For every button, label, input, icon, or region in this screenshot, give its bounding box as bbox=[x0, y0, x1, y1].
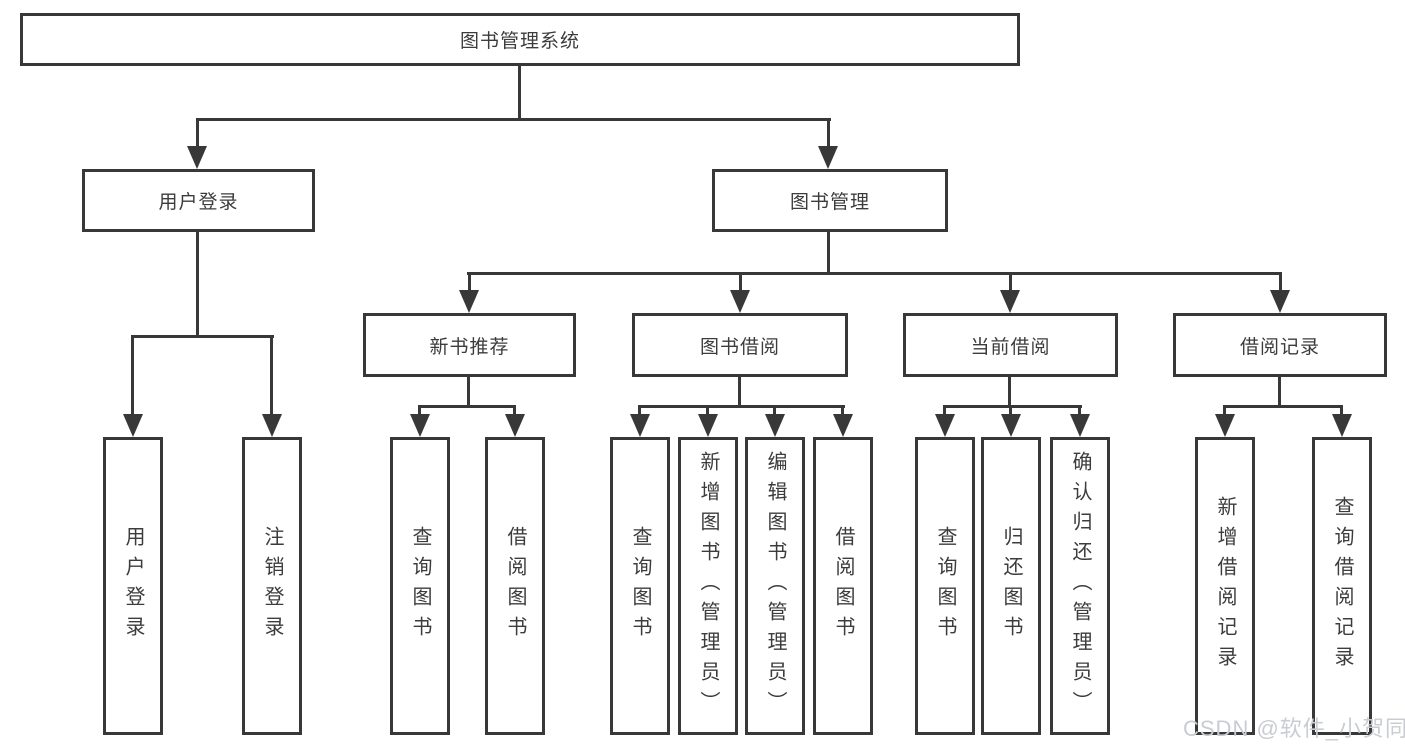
leaf-add-borrow-record: 新增借阅记录 bbox=[1195, 437, 1255, 735]
leaf-borrow-books-recommend: 借阅图书 bbox=[485, 437, 545, 735]
connector-drop-leaf bbox=[1078, 405, 1081, 417]
arrow-down-icon bbox=[1215, 414, 1235, 437]
connector-borrow-bus bbox=[638, 405, 845, 408]
leaf-add-books-admin: 新增图书（管理员） bbox=[678, 437, 738, 735]
leaf-query-books-current: 查询图书 bbox=[915, 437, 975, 735]
leaf-query-books-recommend: 查询图书 bbox=[390, 437, 450, 735]
arrow-down-icon bbox=[1001, 414, 1021, 437]
arrow-down-icon bbox=[123, 414, 143, 437]
connector-root-bus bbox=[196, 118, 831, 121]
leaf-confirm-return-admin: 确认归还（管理员） bbox=[1050, 437, 1110, 735]
connector-drop-leaf bbox=[706, 405, 709, 417]
connector-drop-leaf bbox=[773, 405, 776, 417]
node-library-management-system: 图书管理系统 bbox=[20, 13, 1020, 66]
connector-drop-leaf bbox=[841, 405, 844, 417]
node-user-login: 用户登录 bbox=[82, 169, 315, 232]
arrow-down-icon bbox=[1000, 290, 1020, 313]
leaf-logout: 注销登录 bbox=[242, 437, 302, 735]
arrow-down-icon bbox=[1270, 290, 1290, 313]
arrow-down-icon bbox=[505, 414, 525, 437]
leaf-edit-books-admin: 编辑图书（管理员） bbox=[745, 437, 805, 735]
connector-drop-level3 bbox=[1279, 272, 1282, 292]
leaf-borrow-books: 借阅图书 bbox=[813, 437, 873, 735]
connector-drop-leaf bbox=[131, 335, 134, 417]
connector-current-stem bbox=[1008, 377, 1011, 408]
arrow-down-icon bbox=[262, 414, 282, 437]
connector-user-login-bus bbox=[131, 335, 274, 338]
connector-drop-leaf bbox=[513, 405, 516, 417]
arrow-down-icon bbox=[630, 414, 650, 437]
watermark: CSDN @软件_小贺同学 bbox=[1183, 716, 1405, 741]
connector-drop-leaf bbox=[270, 335, 273, 417]
arrow-down-icon bbox=[765, 414, 785, 437]
connector-user-login-stem bbox=[196, 232, 199, 338]
connector-records-stem bbox=[1278, 377, 1281, 408]
connector-drop-level3 bbox=[1009, 272, 1012, 292]
connector-drop-leaf bbox=[418, 405, 421, 417]
connector-borrow-stem bbox=[738, 377, 741, 408]
connector-recommend-bus bbox=[418, 405, 516, 408]
connector-root-stem bbox=[518, 66, 521, 119]
connector-drop-leaf bbox=[1009, 405, 1012, 417]
connector-drop-leaf bbox=[638, 405, 641, 417]
node-book-borrowing: 图书借阅 bbox=[632, 313, 848, 377]
connector-drop-leaf bbox=[943, 405, 946, 417]
leaf-return-books: 归还图书 bbox=[981, 437, 1041, 735]
node-book-management: 图书管理 bbox=[712, 169, 948, 232]
connector-recommend-stem bbox=[467, 377, 470, 408]
arrow-down-icon bbox=[459, 290, 479, 313]
arrow-down-icon bbox=[935, 414, 955, 437]
connector-drop-book-management bbox=[827, 118, 830, 148]
leaf-user-login: 用户登录 bbox=[103, 437, 163, 735]
node-current-borrowing: 当前借阅 bbox=[903, 313, 1118, 377]
connector-drop-level3 bbox=[739, 272, 742, 292]
node-new-book-recommendation: 新书推荐 bbox=[363, 313, 576, 377]
arrow-down-icon bbox=[187, 146, 207, 169]
leaf-query-books-borrow: 查询图书 bbox=[610, 437, 670, 735]
connector-drop-leaf bbox=[1223, 405, 1226, 417]
node-borrowing-records: 借阅记录 bbox=[1173, 313, 1387, 377]
arrow-down-icon bbox=[1332, 414, 1352, 437]
arrow-down-icon bbox=[833, 414, 853, 437]
connector-drop-leaf bbox=[1340, 405, 1343, 417]
connector-drop-level3 bbox=[468, 272, 471, 292]
arrow-down-icon bbox=[730, 290, 750, 313]
connector-book-management-stem bbox=[827, 232, 830, 275]
arrow-down-icon bbox=[1070, 414, 1090, 437]
leaf-query-borrow-record: 查询借阅记录 bbox=[1312, 437, 1372, 735]
arrow-down-icon bbox=[818, 146, 838, 169]
connector-current-bus bbox=[943, 405, 1082, 408]
arrow-down-icon bbox=[698, 414, 718, 437]
connector-book-management-bus bbox=[467, 272, 1281, 275]
connector-records-bus bbox=[1223, 405, 1343, 408]
arrow-down-icon bbox=[410, 414, 430, 437]
connector-drop-user-login bbox=[196, 118, 199, 148]
